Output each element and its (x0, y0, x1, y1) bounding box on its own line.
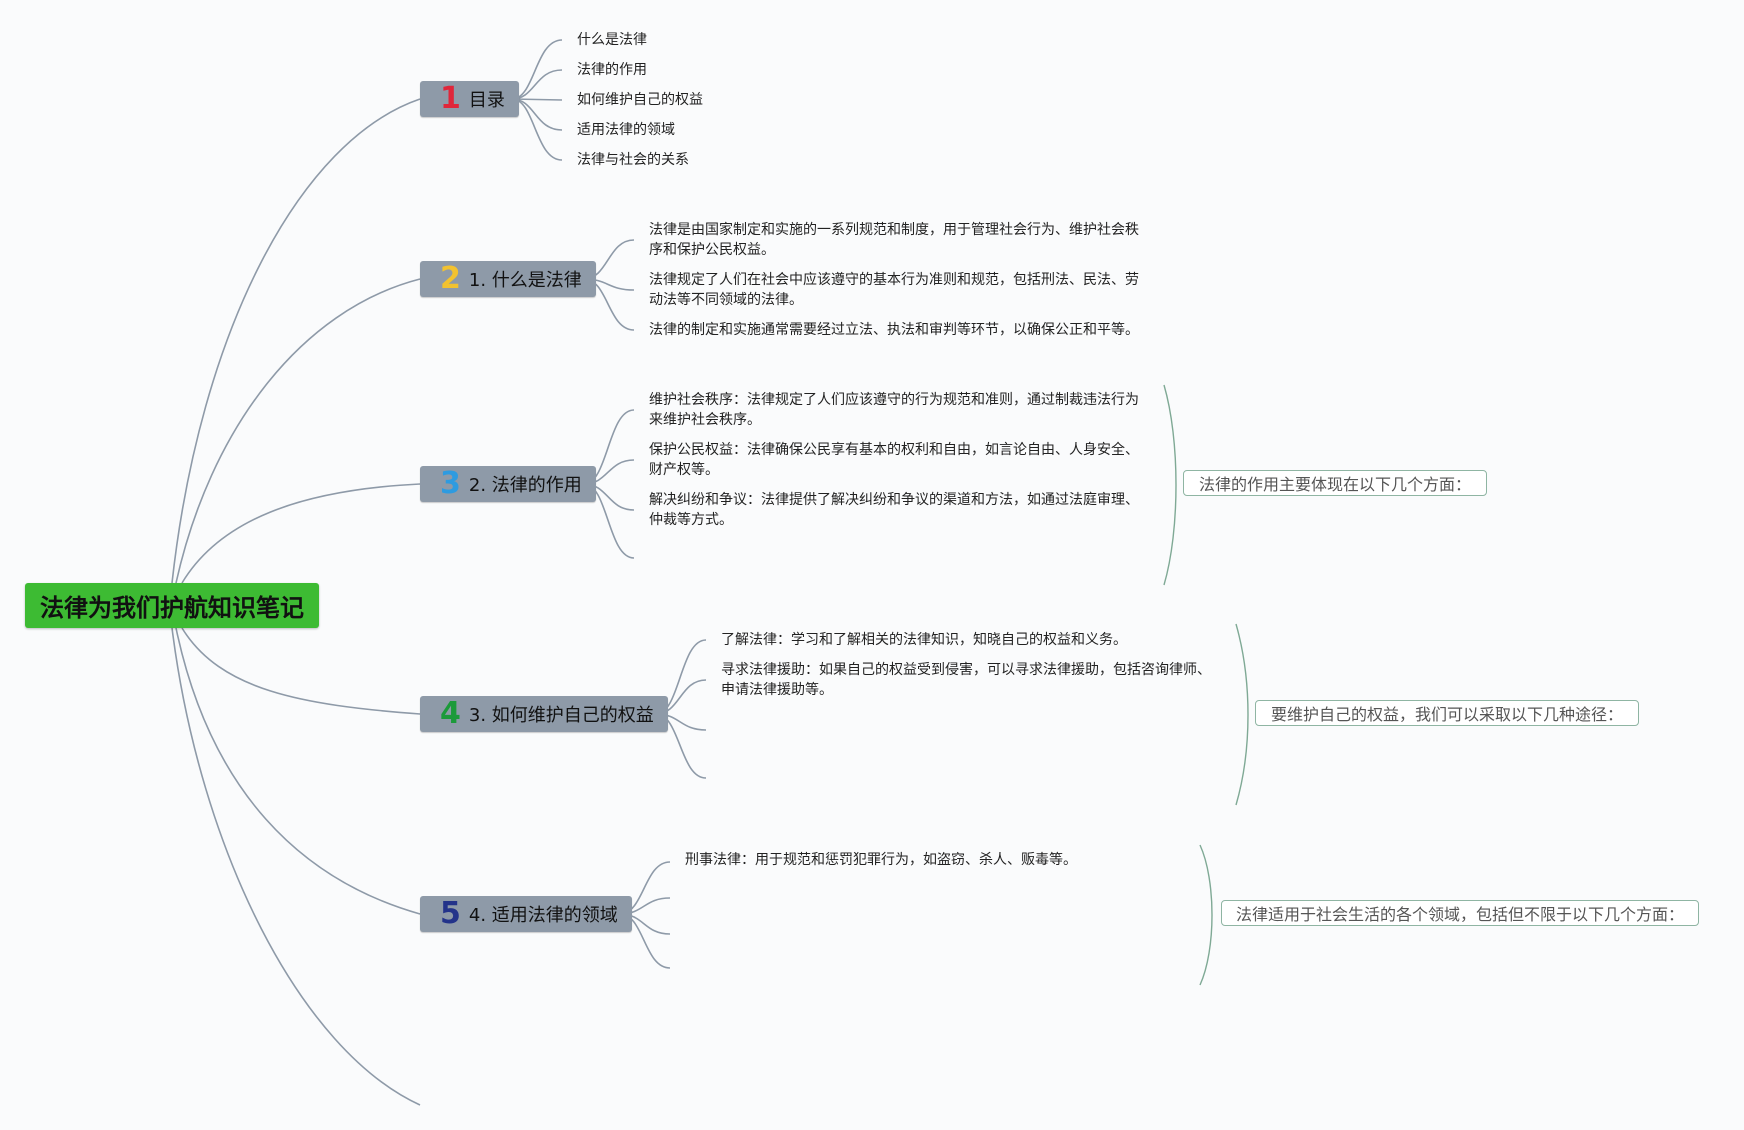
leaf-topic[interactable]: 法律的作用 (577, 62, 647, 78)
summary-topic[interactable]: 法律适用于社会生活的各个领域，包括但不限于以下几个方面： (1221, 900, 1699, 926)
connector-root-branch-5 (175, 627, 421, 915)
summary-text: 法律的作用主要体现在以下几个方面： (1198, 475, 1471, 494)
branch-topic-role-of-law[interactable]: 3 2. 法律的作用 (420, 466, 596, 502)
branch-topic-protect-rights[interactable]: 4 3. 如何维护自己的权益 (420, 696, 668, 732)
connector-root-branch-2 (175, 278, 421, 584)
leaf-topic[interactable]: 刑事法律：用于规范和惩罚犯罪行为，如盗窃、杀人、贩毒等。 (685, 852, 1077, 868)
branch-number-4: 4 (440, 696, 461, 731)
branch-number-2: 2 (440, 261, 461, 296)
connector-b1-leaf-1 (511, 39, 563, 100)
summary-bracket-5 (1199, 844, 1213, 986)
summary-topic[interactable]: 法律的作用主要体现在以下几个方面： (1183, 470, 1487, 496)
leaf-topic[interactable]: 如何维护自己的权益 (577, 92, 703, 108)
leaf-topic[interactable]: 解决纠纷和争议：法律提供了解决纠纷和争议的渠道和方法，如通过法庭审理、仲裁等方式… (649, 492, 1139, 528)
connector-b1-leaf-4 (511, 98, 563, 131)
connector-root-branch-6 (171, 627, 421, 1106)
leaf-topic[interactable]: 维护社会秩序：法律规定了人们应该遵守的行为规范和准则，通过制裁违法行为来维护社会… (649, 392, 1139, 428)
summary-topic[interactable]: 要维护自己的权益，我们可以采取以下几种途径： (1255, 700, 1639, 726)
root-title: 法律为我们护航知识笔记 (40, 594, 304, 622)
branch-topic-fields-of-law[interactable]: 5 4. 适用法律的领域 (420, 896, 632, 932)
branch-topic-contents[interactable]: 1 目录 (420, 81, 519, 117)
connector-b1-leaf-3 (511, 98, 563, 101)
leaf-topic[interactable]: 法律规定了人们在社会中应该遵守的基本行为准则和规范，包括刑法、民法、劳动法等不同… (649, 272, 1139, 308)
connector-root-branch-4 (181, 627, 421, 715)
summary-bracket-4 (1235, 623, 1249, 806)
summary-text: 法律适用于社会生活的各个领域，包括但不限于以下几个方面： (1235, 905, 1684, 924)
leaf-topic[interactable]: 法律的制定和实施通常需要经过立法、执法和审判等环节，以确保公正和平等。 (649, 322, 1139, 338)
branch-number-3: 3 (440, 466, 461, 501)
leaf-topic[interactable]: 什么是法律 (577, 32, 647, 48)
leaf-topic[interactable]: 法律是由国家制定和实施的一系列规范和制度，用于管理社会行为、维护社会秩序和保护公… (649, 222, 1139, 258)
branch-label: 目录 (468, 90, 505, 111)
connector-root-branch-1 (171, 98, 421, 584)
branch-number-5: 5 (440, 896, 461, 931)
summary-text: 要维护自己的权益，我们可以采取以下几种途径： (1270, 705, 1623, 724)
summary-bracket-3 (1163, 384, 1177, 586)
branch-number-1: 1 (440, 81, 461, 116)
branch-topic-what-is-law[interactable]: 2 1. 什么是法律 (420, 261, 596, 297)
leaf-topic[interactable]: 了解法律：学习和了解相关的法律知识，知晓自己的权益和义务。 (721, 632, 1127, 648)
leaf-topic[interactable]: 寻求法律援助：如果自己的权益受到侵害，可以寻求法律援助，包括咨询律师、申请法律援… (721, 662, 1211, 698)
leaf-topic[interactable]: 法律与社会的关系 (577, 152, 689, 168)
branch-label: 4. 适用法律的领域 (468, 905, 618, 926)
branch-label: 2. 法律的作用 (468, 475, 582, 496)
root-topic[interactable]: 法律为我们护航知识笔记 (25, 583, 319, 628)
leaf-topic[interactable]: 保护公民权益：法律确保公民享有基本的权利和自由，如言论自由、人身安全、财产权等。 (649, 442, 1139, 478)
connector-root-branch-3 (181, 483, 421, 584)
leaf-topic[interactable]: 适用法律的领域 (577, 122, 675, 138)
branch-label: 3. 如何维护自己的权益 (468, 705, 654, 726)
connector-b1-leaf-2 (511, 69, 563, 100)
branch-label: 1. 什么是法律 (468, 270, 582, 291)
